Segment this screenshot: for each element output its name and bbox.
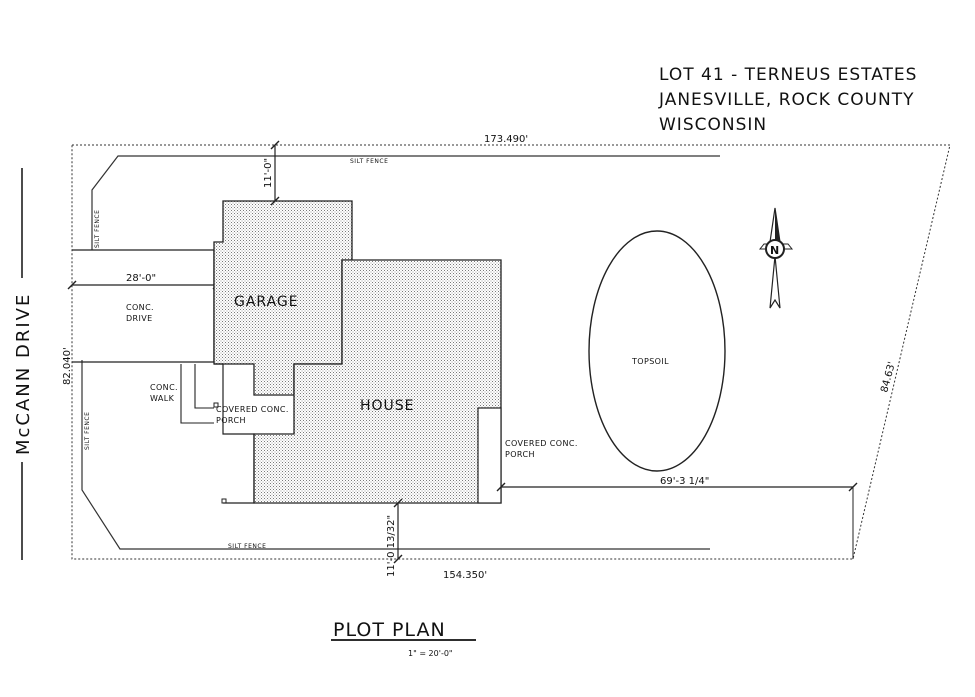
street-name: McCANN DRIVE <box>13 293 34 455</box>
plan-title: PLOT PLAN <box>333 619 446 641</box>
garage-label: GARAGE <box>234 294 299 310</box>
front-covered-porch <box>214 363 255 504</box>
dim-bottom: 154.350' <box>443 570 487 581</box>
front-porch-label-2: PORCH <box>216 416 246 425</box>
dim-house-setback: 11'-0 13/32" <box>386 515 397 577</box>
house-label: HOUSE <box>360 398 415 414</box>
title-line-3: WISCONSIN <box>659 115 767 135</box>
lot-boundary <box>71 144 951 560</box>
dim-left: 82.040' <box>62 347 73 385</box>
conc-walk-label-2: WALK <box>150 394 175 403</box>
rear-porch-label-1: COVERED CONC. <box>505 439 578 448</box>
dim-porch-to-lot: 69'-3 1/4" <box>660 476 709 487</box>
dim-garage-setback: 11'-0" <box>263 158 274 188</box>
silt-fence-label-top: SILT FENCE <box>350 158 388 165</box>
dim-top: 173.490' <box>484 134 528 145</box>
porch-post <box>221 498 227 504</box>
title-line-2: JANESVILLE, ROCK COUNTY <box>658 90 915 110</box>
topsoil-pile <box>588 230 726 472</box>
title-line-1: LOT 41 - TERNEUS ESTATES <box>659 65 917 85</box>
conc-walk <box>180 364 214 424</box>
conc-walk-label-1: CONC. <box>150 383 178 392</box>
silt-fence-label-left-bottom: SILT FENCE <box>84 412 91 450</box>
topsoil-label: TOPSOIL <box>631 357 669 366</box>
silt-fence-top <box>91 155 720 250</box>
plan-scale: 1" = 20'-0" <box>408 649 453 658</box>
conc-drive-label-2: DRIVE <box>126 314 153 323</box>
silt-fence-label-left-top: SILT FENCE <box>94 210 101 248</box>
front-porch-label-1: COVERED CONC. <box>216 405 289 414</box>
rear-porch-label-2: PORCH <box>505 450 535 459</box>
dim-drive-length: 28'-0" <box>126 273 156 284</box>
rear-covered-porch <box>477 407 502 504</box>
silt-fence-label-bottom: SILT FENCE <box>228 543 266 550</box>
north-arrow-icon: N <box>758 207 794 309</box>
conc-drive-label-1: CONC. <box>126 303 154 312</box>
north-label: N <box>770 244 779 257</box>
silt-fence-bottom <box>81 360 710 550</box>
